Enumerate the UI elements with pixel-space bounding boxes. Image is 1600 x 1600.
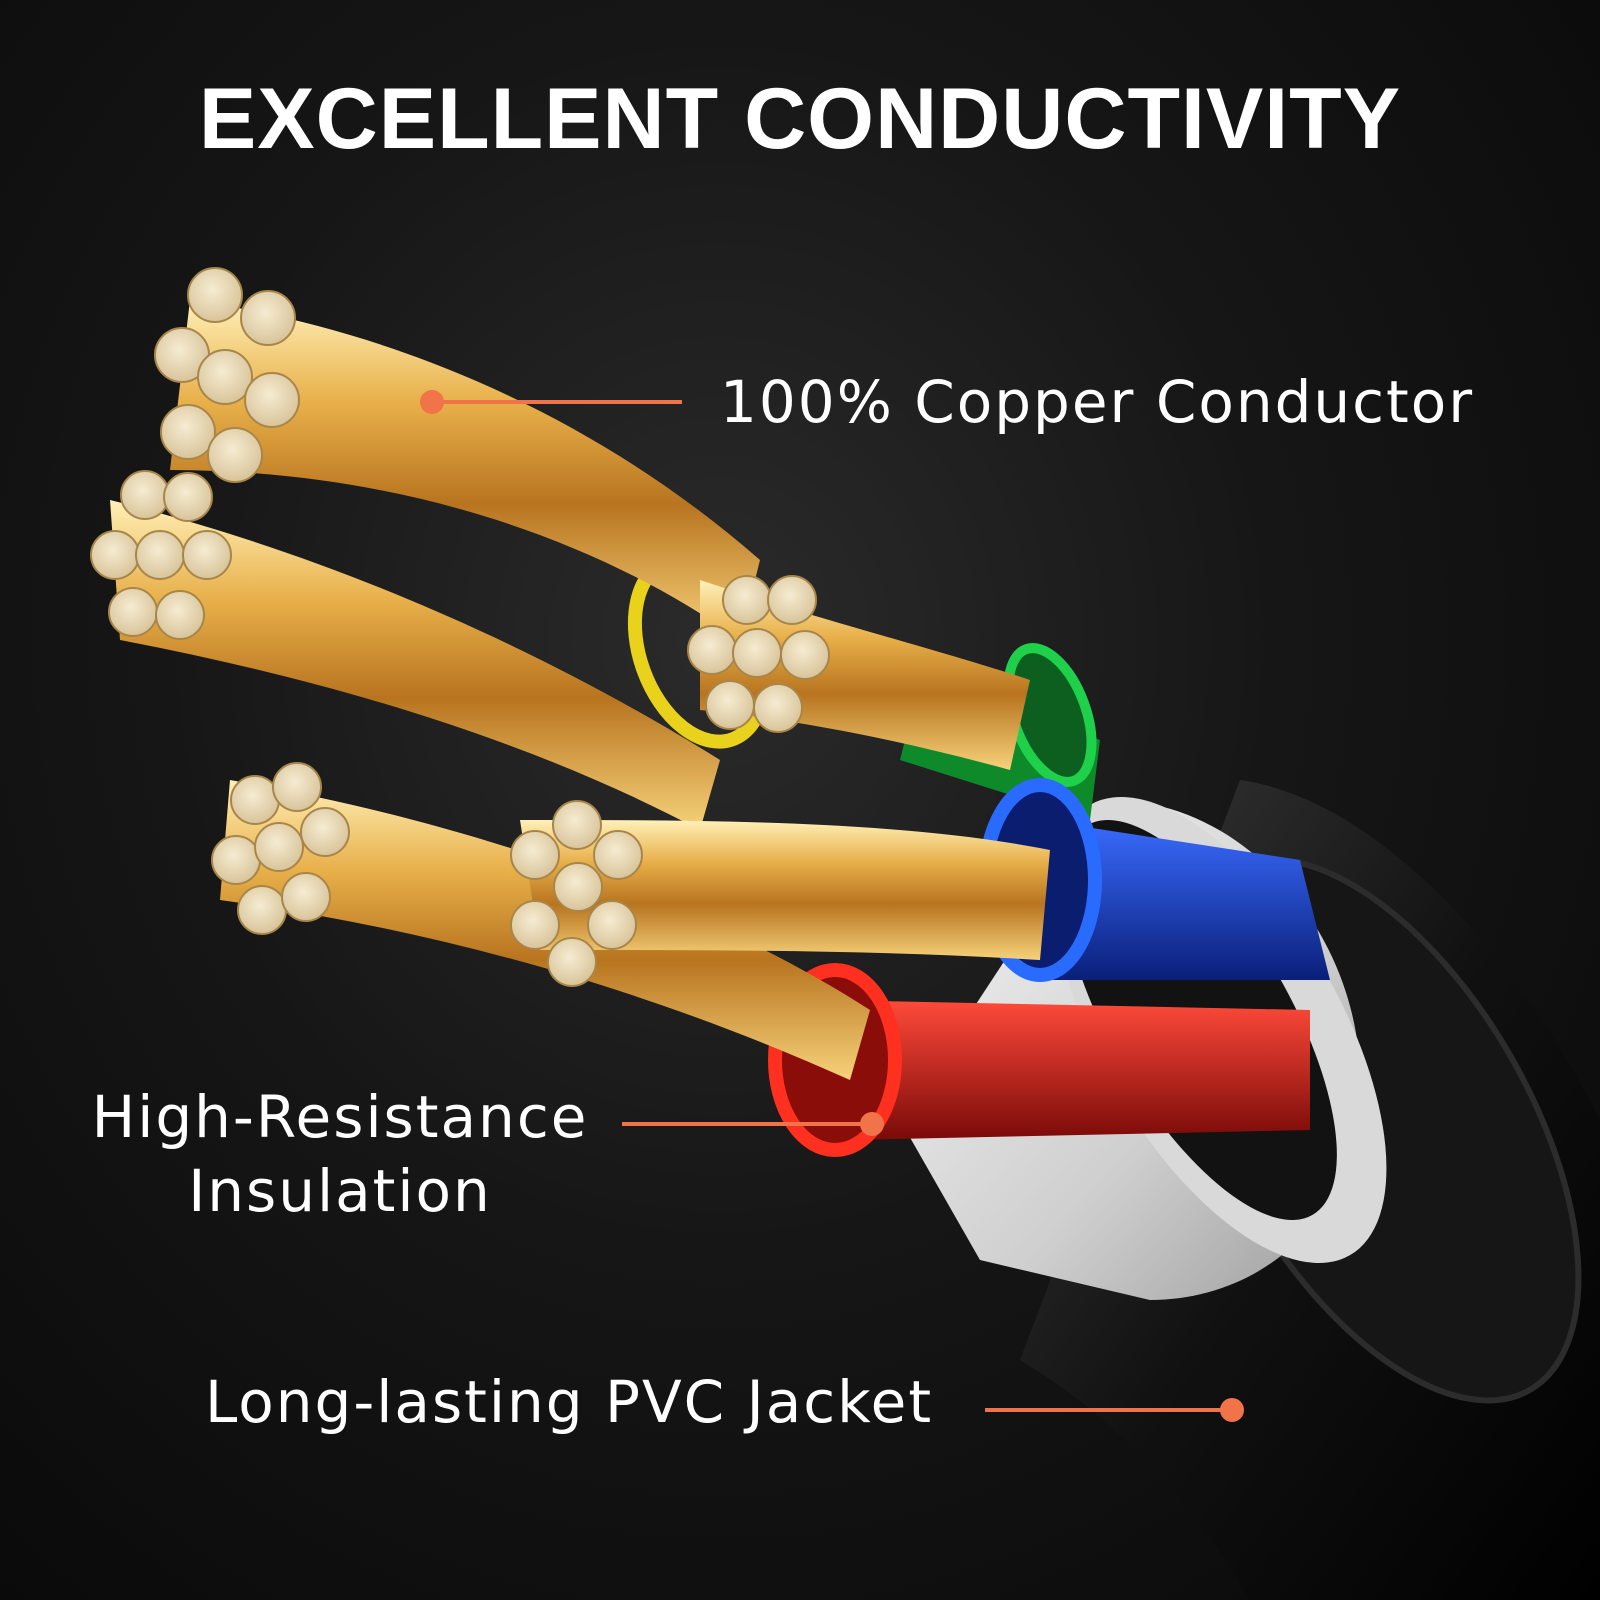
copper-callout-dot [420,390,444,414]
insulation-label-line2: Insulation [188,1157,492,1225]
jacket-callout-dot [1220,1398,1244,1422]
pvc-jacket-label: Long-lasting PVC Jacket [205,1368,934,1436]
callout-lines [420,390,1244,1422]
insulation-label: High-Resistance Insulation [60,1080,620,1228]
insulation-callout-dot [860,1112,884,1136]
insulation-label-line1: High-Resistance [91,1083,589,1151]
strand-end-faces [90,267,830,987]
copper-conductor-label: 100% Copper Conductor [720,368,1475,436]
page-title: EXCELLENT CONDUCTIVITY [198,71,1402,167]
